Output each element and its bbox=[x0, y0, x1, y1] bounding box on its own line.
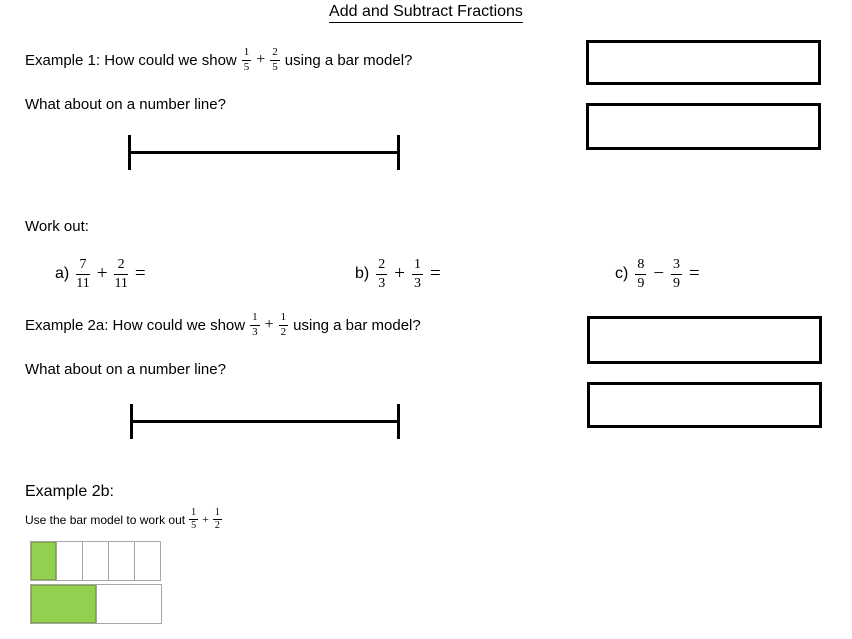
page-title-text: Add and Subtract Fractions bbox=[329, 3, 523, 23]
fraction-denominator: 11 bbox=[114, 275, 128, 291]
problem-c: c) 8 9 − 3 9 = bbox=[615, 252, 700, 296]
fraction-one-half: 1 2 bbox=[212, 507, 222, 531]
bar-cell-empty bbox=[108, 542, 134, 580]
fraction-two-fifths: 2 5 bbox=[270, 46, 280, 73]
plus-operator: + bbox=[96, 263, 108, 284]
fraction-one-fifth: 1 5 bbox=[241, 46, 252, 73]
bar-cell-filled bbox=[31, 585, 96, 623]
fraction-denominator: 5 bbox=[191, 520, 197, 531]
bar-model-halves bbox=[30, 584, 162, 624]
problem-a: a) 7 11 + 2 11 = bbox=[55, 252, 146, 296]
equals-sign: = bbox=[134, 263, 146, 284]
example2b-instruction-text: Use the bar model to work out bbox=[25, 512, 186, 527]
fraction-denominator: 11 bbox=[76, 275, 90, 291]
number-line-1 bbox=[128, 135, 400, 170]
example2a-question: Example 2a: How could we show 1 3 + 1 2 … bbox=[25, 307, 421, 343]
work-out-heading: Work out: bbox=[25, 218, 89, 235]
fraction-numerator: 1 bbox=[212, 507, 222, 520]
answer-box-example1-bar-model bbox=[586, 40, 821, 85]
fraction-numerator: 2 bbox=[270, 46, 280, 61]
problem-b-label: b) bbox=[355, 265, 370, 282]
fraction-denominator: 2 bbox=[214, 520, 220, 531]
bar-cell-empty bbox=[95, 585, 161, 623]
fraction-numerator: 1 bbox=[241, 46, 252, 61]
example2a-prefix: Example 2a: How could we show bbox=[25, 316, 246, 334]
fraction-two-elevenths: 2 11 bbox=[114, 257, 128, 291]
fraction-numerator: 3 bbox=[671, 257, 683, 275]
fraction-numerator: 8 bbox=[635, 257, 647, 275]
fraction-three-ninths: 3 9 bbox=[671, 257, 683, 291]
fraction-denominator: 5 bbox=[272, 60, 278, 73]
fraction-denominator: 9 bbox=[637, 275, 645, 291]
page-title: Add and Subtract Fractions bbox=[0, 3, 852, 23]
fraction-denominator: 3 bbox=[252, 325, 258, 338]
plus-operator: + bbox=[202, 512, 209, 526]
answer-box-example2a-number-line bbox=[587, 382, 822, 428]
problem-b: b) 2 3 + 1 3 = bbox=[355, 252, 441, 296]
fraction-denominator: 2 bbox=[280, 325, 287, 338]
fraction-eight-ninths: 8 9 bbox=[635, 257, 647, 291]
fraction-denominator: 3 bbox=[378, 275, 386, 291]
example1-question: Example 1: How could we show 1 5 + 2 5 u… bbox=[25, 42, 412, 78]
plus-operator: + bbox=[394, 263, 405, 284]
fraction-numerator: 1 bbox=[189, 507, 199, 520]
example1-prefix: Example 1: How could we show bbox=[25, 51, 237, 69]
fraction-one-fifth: 1 5 bbox=[189, 507, 199, 531]
fraction-one-half: 1 2 bbox=[278, 311, 289, 338]
answer-box-example1-number-line bbox=[586, 103, 821, 150]
bar-cell-empty bbox=[82, 542, 108, 580]
fraction-numerator: 2 bbox=[114, 257, 128, 275]
plus-operator: + bbox=[256, 51, 266, 68]
number-line-prompt-1: What about on a number line? bbox=[25, 96, 226, 113]
example2a-suffix: using a bar model? bbox=[293, 316, 421, 334]
example1-suffix: using a bar model? bbox=[284, 51, 413, 69]
minus-operator: − bbox=[653, 263, 665, 284]
bar-model-fifths bbox=[30, 541, 161, 581]
fraction-seven-elevenths: 7 11 bbox=[76, 257, 90, 291]
problem-a-label: a) bbox=[55, 265, 70, 282]
problem-c-label: c) bbox=[615, 265, 629, 282]
fraction-one-third: 1 3 bbox=[411, 257, 423, 291]
bar-cell-filled bbox=[31, 542, 56, 580]
fraction-one-third: 1 3 bbox=[250, 311, 260, 338]
fraction-two-thirds: 2 3 bbox=[376, 257, 388, 291]
example2b-heading: Example 2b: bbox=[25, 483, 114, 500]
fraction-denominator: 5 bbox=[243, 60, 250, 73]
example2b-instruction: Use the bar model to work out 1 5 + 1 2 bbox=[25, 508, 222, 531]
fraction-numerator: 1 bbox=[250, 311, 260, 326]
equals-sign: = bbox=[429, 263, 441, 284]
fraction-denominator: 3 bbox=[413, 275, 421, 291]
plus-operator: + bbox=[264, 316, 274, 333]
fraction-numerator: 2 bbox=[376, 257, 388, 275]
fraction-denominator: 9 bbox=[673, 275, 681, 291]
fraction-numerator: 1 bbox=[278, 311, 289, 326]
number-line-prompt-2: What about on a number line? bbox=[25, 361, 226, 378]
bar-cell-empty bbox=[56, 542, 82, 580]
equals-sign: = bbox=[689, 263, 700, 284]
fraction-numerator: 7 bbox=[76, 257, 90, 275]
answer-box-example2a-bar-model bbox=[587, 316, 822, 364]
bar-cell-empty bbox=[134, 542, 160, 580]
fraction-numerator: 1 bbox=[411, 257, 423, 275]
number-line-2 bbox=[130, 404, 400, 439]
